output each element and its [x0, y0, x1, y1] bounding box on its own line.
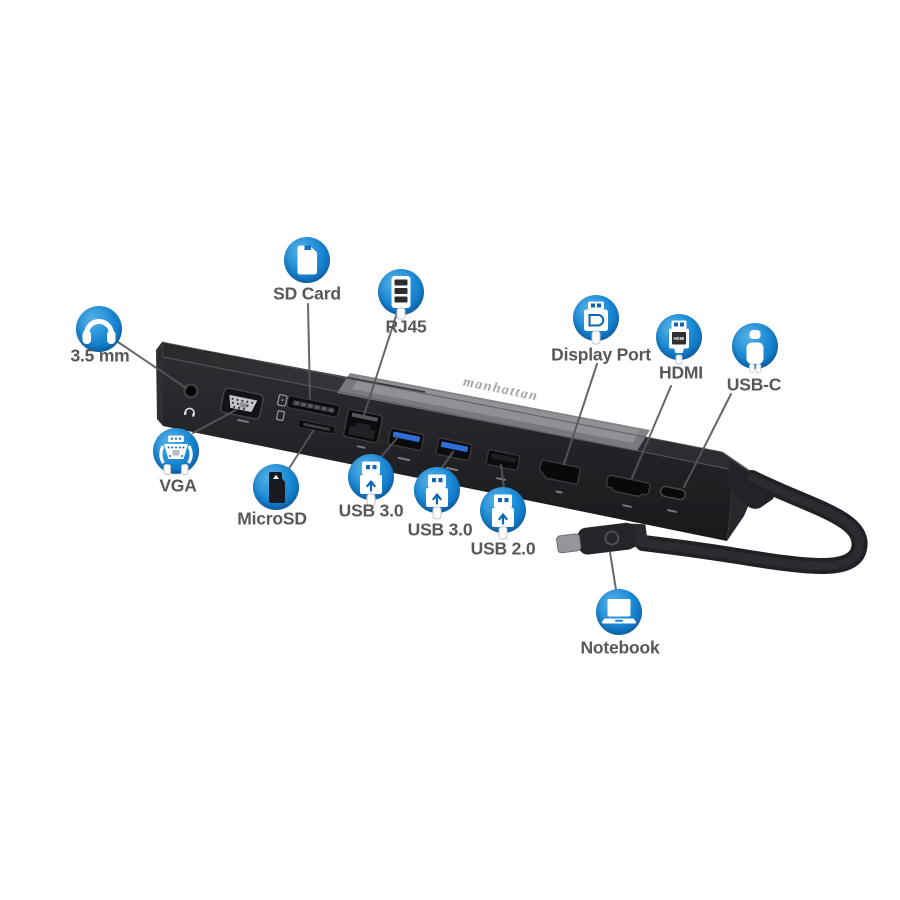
usb-c-port	[659, 485, 687, 501]
leader-vga	[192, 409, 237, 434]
usb-a-plug-icon	[414, 467, 460, 520]
connector-body	[577, 522, 637, 555]
audio-jack-port	[183, 383, 199, 399]
leader-usb-c	[683, 393, 732, 488]
microsd-card-icon	[253, 464, 299, 510]
callout-label: USB 2.0	[470, 538, 536, 559]
usb3-port-2	[435, 437, 473, 461]
callout-label: Notebook	[580, 637, 660, 658]
hdmi-plug-icon: HDMI	[656, 314, 702, 365]
leader-usb3-1	[380, 436, 399, 458]
displayport-label-mark	[555, 490, 563, 494]
usb3-port-1-label-mark	[397, 456, 411, 462]
cable-cord	[635, 470, 868, 574]
leader-hdmi	[631, 385, 672, 479]
rj45-plug-icon	[378, 269, 424, 320]
usb-c-cable	[556, 462, 868, 574]
dock-ridge-highlight	[162, 356, 735, 471]
leader-35mm	[117, 341, 187, 389]
callout-label: RJ45	[385, 316, 427, 337]
headphone-mark-icon	[183, 407, 195, 417]
callout-label: VGA	[159, 475, 197, 496]
sd-card-slot	[286, 395, 340, 418]
usb-a-plug-icon	[480, 487, 526, 540]
usb-c-plug-icon	[732, 323, 778, 373]
sd-card-icon	[284, 237, 330, 283]
leader-sd-card	[307, 303, 311, 399]
callout-label: SD Card	[273, 283, 341, 304]
usb2-port	[485, 449, 521, 471]
leader-usb2	[500, 464, 505, 490]
callout-label: HDMI	[659, 362, 703, 383]
callout-label: MicroSD	[237, 508, 307, 529]
vga-plug-icon	[153, 428, 199, 475]
headphones-icon	[76, 306, 122, 352]
callout-label: 3.5 mm	[70, 345, 130, 366]
usb3-port-2-label-mark	[445, 466, 459, 472]
notebook-icon	[596, 589, 642, 635]
card-slot-indicator-icons	[275, 394, 288, 422]
hdmi-port	[605, 474, 651, 498]
microsd-slot	[297, 419, 336, 435]
rj45-port-label-mark	[356, 445, 366, 449]
displayport-port	[538, 459, 581, 485]
callout-label: USB 3.0	[338, 500, 404, 521]
cable-braid-texture	[638, 473, 865, 571]
leader-displayport	[563, 363, 598, 465]
dock-far-edge-highlight	[161, 341, 723, 453]
leader-rj45	[363, 312, 398, 416]
connector-logo-mark	[604, 530, 620, 546]
vga-port	[219, 387, 264, 420]
callout-label: Display Port	[551, 344, 651, 365]
dock-left-end	[156, 342, 163, 426]
displayport-plug-icon	[573, 295, 619, 345]
usb-a-plug-icon	[348, 454, 394, 507]
svg-text:HDMI: HDMI	[674, 336, 685, 341]
usb3-port-1	[387, 427, 425, 451]
callout-label: USB-C	[726, 374, 782, 395]
callout-label: USB 3.0	[407, 519, 473, 540]
connector-metal-tip	[556, 533, 582, 554]
vga-port-label-mark	[237, 419, 249, 423]
usb-c-cable-connector	[556, 522, 648, 555]
leader-usb3-2	[440, 451, 454, 470]
leader-lines	[117, 303, 732, 591]
leader-microsd	[287, 430, 314, 471]
leader-notebook	[609, 551, 617, 591]
usb-c-port-label-mark	[667, 509, 677, 513]
rj45-port	[342, 408, 384, 444]
hdmi-port-label-mark	[622, 504, 632, 508]
